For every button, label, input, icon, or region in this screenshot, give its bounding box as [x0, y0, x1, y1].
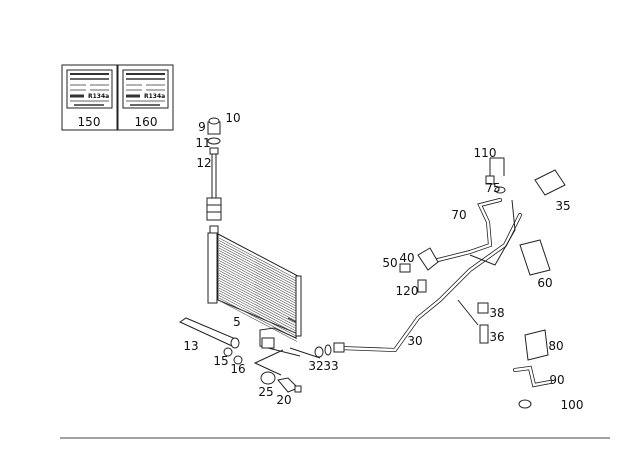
sticker-150[interactable]: R134a 150: [61, 64, 118, 131]
bracket-80[interactable]: [524, 329, 549, 361]
label-100: 100: [561, 398, 584, 412]
expansion-valve-35[interactable]: [534, 169, 566, 196]
filter-dryer-13[interactable]: [178, 317, 240, 349]
label-30: 30: [407, 334, 422, 348]
label-120: 120: [396, 284, 419, 298]
label-35: 35: [555, 199, 570, 213]
label-25: 25: [258, 385, 273, 399]
label-9: 9: [198, 120, 206, 134]
fitting-40[interactable]: [417, 247, 439, 271]
label-150: 150: [78, 115, 101, 129]
label-40: 40: [399, 251, 414, 265]
condenser[interactable]: [207, 232, 302, 357]
pressure-switch-20[interactable]: [277, 377, 302, 393]
label-60: 60: [537, 276, 552, 290]
o-ring-25[interactable]: [260, 371, 276, 385]
o-ring-75[interactable]: [494, 186, 506, 194]
label-38: 38: [489, 306, 504, 320]
label-160: 160: [135, 115, 158, 129]
label-80: 80: [548, 339, 563, 353]
sensor-36[interactable]: [479, 324, 489, 344]
nut-100[interactable]: [518, 399, 532, 409]
bolt-120[interactable]: [417, 279, 427, 293]
label-10: 10: [225, 111, 240, 125]
dryer-assembly[interactable]: [206, 117, 222, 235]
part-110[interactable]: [485, 175, 495, 185]
part-32[interactable]: [314, 346, 324, 358]
sticker-160-model: R134a: [144, 93, 165, 100]
label-12: 12: [196, 156, 211, 170]
part-16[interactable]: [233, 355, 243, 365]
part-50[interactable]: [399, 263, 411, 273]
bracket-90[interactable]: [513, 366, 552, 387]
label-90: 90: [549, 373, 564, 387]
bracket-60[interactable]: [519, 239, 551, 276]
label-70: 70: [451, 208, 466, 222]
label-16: 16: [230, 362, 245, 376]
refrigerant-line-30[interactable]: [333, 213, 522, 353]
label-15: 15: [213, 354, 228, 368]
label-33: 33: [323, 359, 338, 373]
label-20: 20: [276, 393, 291, 407]
sticker-150-model: R134a: [88, 93, 109, 100]
sticker-160[interactable]: R134a 160: [117, 64, 174, 131]
part-15[interactable]: [223, 347, 233, 357]
label-50: 50: [382, 256, 397, 270]
label-75: 75: [485, 181, 500, 195]
label-36: 36: [489, 330, 504, 344]
refrigerant-line-70[interactable]: [428, 198, 516, 266]
switch-38[interactable]: [477, 302, 489, 314]
part-33[interactable]: [324, 344, 332, 356]
label-110: 110: [474, 146, 497, 160]
label-5: 5: [233, 315, 241, 329]
label-11: 11: [195, 136, 210, 150]
label-13: 13: [183, 339, 198, 353]
label-32: 32: [308, 359, 323, 373]
